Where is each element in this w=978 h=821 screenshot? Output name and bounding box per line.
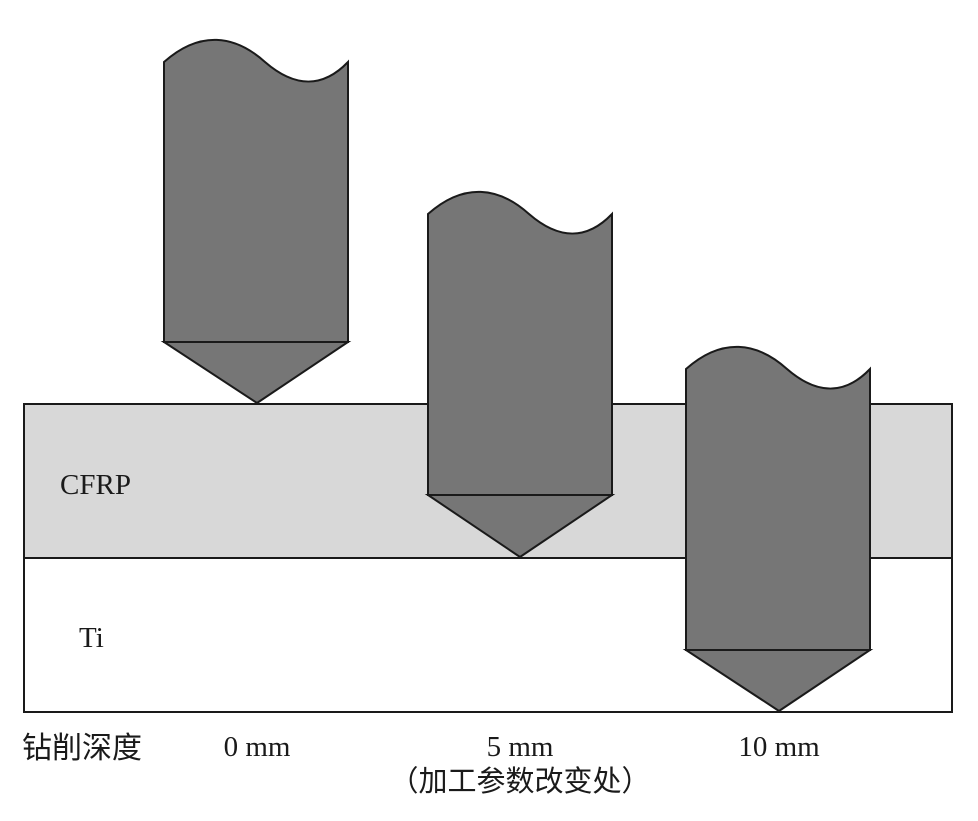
drilling-depth-title: 钻削深度: [22, 731, 142, 766]
drill-bit-5mm: [424, 190, 616, 559]
depth-label-5mm: 5 mm: [487, 731, 554, 763]
drill-tip: [682, 649, 874, 713]
parameter-change-note: （加工参数改变处）: [389, 764, 650, 798]
ti-layer-label: Ti: [79, 622, 104, 654]
drill-tip: [424, 494, 616, 559]
depth-label-10mm: 10 mm: [738, 731, 820, 763]
drill-tip: [160, 341, 352, 405]
drill-shank: [163, 38, 349, 343]
cfrp-layer-label: CFRP: [60, 469, 131, 501]
drill-shank: [427, 190, 613, 496]
drill-shank: [685, 345, 871, 651]
depth-label-0mm: 0 mm: [224, 731, 291, 763]
drill-bit-0mm: [160, 38, 352, 405]
drill-bit-10mm: [682, 345, 874, 713]
